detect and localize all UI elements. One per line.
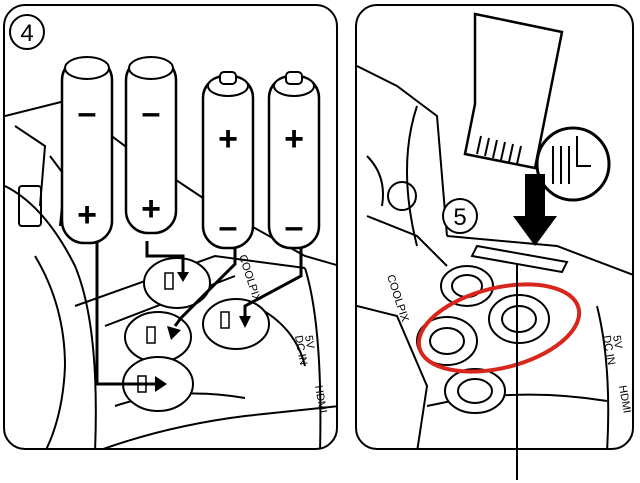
battery-polarity-top: + — [284, 120, 304, 158]
battery-chamber-contacts — [416, 265, 550, 414]
battery-polarity-bottom: – — [219, 208, 238, 246]
memory-card-insertion-illustration: COOLPIX 5V DC IN HDMI 5 — [357, 12, 633, 448]
step-marker — [9, 14, 45, 50]
battery-4: + – — [267, 71, 321, 250]
battery-slot — [202, 298, 270, 350]
battery-insertion-illustration: – + – + + – + – COOLPIX 5V DC IN HDMI — [5, 14, 336, 448]
battery-polarity-top: + — [218, 120, 238, 158]
port-label: HDMI — [312, 384, 329, 414]
magnified-contacts-detail — [535, 126, 611, 202]
port-label: DC IN — [292, 334, 309, 366]
memory-card-insertion-panel: COOLPIX 5V DC IN HDMI 5 — [355, 4, 634, 450]
battery-icon — [220, 311, 230, 329]
step-number: 4 — [20, 20, 33, 47]
battery-polarity-bottom: – — [285, 208, 304, 246]
battery-2: – + — [124, 56, 178, 235]
port-label: 5V — [302, 334, 316, 350]
battery-insertion-panel: – + – + + – + – COOLPIX 5V DC IN HDMI — [3, 4, 338, 450]
card-slot — [470, 244, 569, 274]
battery-slot — [143, 257, 211, 309]
battery-polarity-bottom: + — [77, 196, 97, 234]
insert-arrow-icon — [155, 272, 251, 392]
step-marker — [442, 198, 478, 234]
camera-brand-label: COOLPIX — [384, 273, 411, 324]
battery-polarity-top: – — [78, 94, 97, 132]
battery-polarity-top: – — [142, 94, 161, 132]
battery-icon — [146, 326, 156, 344]
battery-polarity-bottom: + — [141, 190, 161, 228]
insert-arrow-icon — [513, 174, 557, 246]
highlight-ring — [416, 282, 582, 374]
port-label: 5V — [610, 334, 624, 350]
port-label: DC IN — [600, 334, 617, 366]
memory-card-icon — [463, 12, 564, 170]
battery-1: – + — [60, 56, 114, 245]
port-label: HDMI — [616, 384, 633, 414]
step-number: 5 — [453, 204, 466, 231]
magnified-contacts — [552, 136, 591, 184]
battery-3: + – — [201, 71, 255, 250]
insertion-guide-lines — [95, 238, 303, 386]
battery-icon — [164, 272, 174, 290]
